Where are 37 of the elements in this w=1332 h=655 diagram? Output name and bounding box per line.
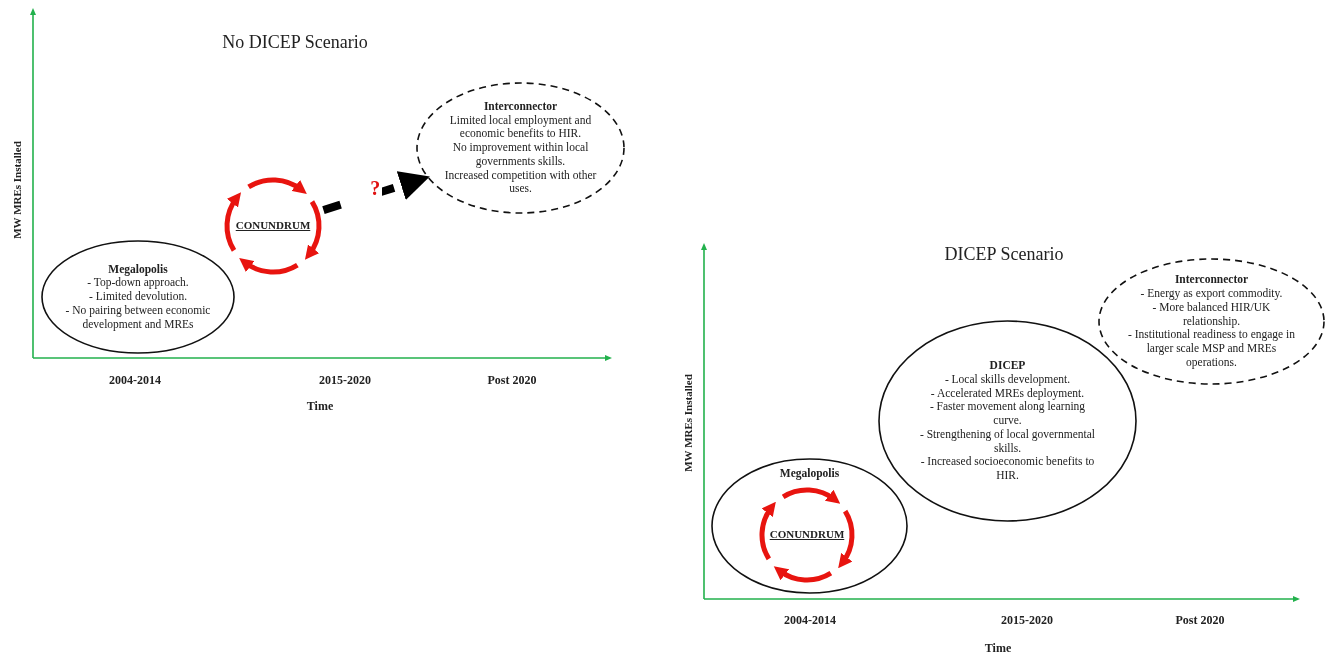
chart-title: No DICEP Scenario <box>222 31 368 53</box>
tick-label: 2015-2020 <box>1001 612 1053 628</box>
bullet-text: - Strengthening of local governmental skills. <box>919 427 1096 456</box>
node-heading: Megalopolis <box>779 467 840 481</box>
node-heading: Megalopolis <box>108 262 168 277</box>
ellipse-node <box>711 458 908 594</box>
ellipse-node <box>41 240 235 354</box>
bullet-text: - Local skills development. <box>943 372 1072 387</box>
node-heading: DICEP <box>989 358 1026 373</box>
bullet-text: - Limited devolution. <box>87 290 189 304</box>
axis-title: MW MREs Installed <box>682 374 694 472</box>
bullet-text: - More balanced HIR/UK relationship. <box>1151 300 1272 329</box>
tick-label: Post 2020 <box>487 372 537 388</box>
bullet-text: Increased competition with other uses. <box>443 168 598 197</box>
bullet-text: - No pairing between economic development and MREs <box>64 303 212 332</box>
tick-label: 2004-2014 <box>784 612 836 628</box>
node-heading: Interconnector <box>483 99 558 114</box>
node-heading: Interconnector <box>1174 273 1249 287</box>
chart-title: DICEP Scenario <box>944 243 1064 265</box>
bullet-text: - Institutional readiness to engage in larger scale MSP and MREs operations. <box>1127 328 1296 370</box>
cycle-label: CONUNDRUM <box>769 528 845 542</box>
bullet-text: - Energy as export commodity. <box>1139 287 1284 301</box>
axis-title: MW MREs Installed <box>11 141 23 239</box>
bullet-text: - Increased socioeconomic benefits to HIR. <box>919 455 1096 484</box>
bullet-text: - Accelerated MREs deployment. <box>929 386 1086 401</box>
tick-label: 2015-2020 <box>319 372 371 388</box>
bullet-text: No improvement within local governments skills. <box>451 141 590 169</box>
axis-title: Time <box>306 398 334 414</box>
bullet-text: - Faster movement along learning curve. <box>928 400 1087 428</box>
bullet-text: Limited local employment and economic benefits to HIR. <box>448 113 593 142</box>
tick-label: 2004-2014 <box>109 372 161 388</box>
axis-title: Time <box>984 640 1012 655</box>
dashed-ellipse-node <box>1098 258 1325 385</box>
dashed-ellipse-node <box>416 82 625 214</box>
ellipse-node <box>878 320 1137 522</box>
tick-label: Post 2020 <box>1175 612 1225 628</box>
bullet-text: - Top-down approach. <box>86 276 190 291</box>
